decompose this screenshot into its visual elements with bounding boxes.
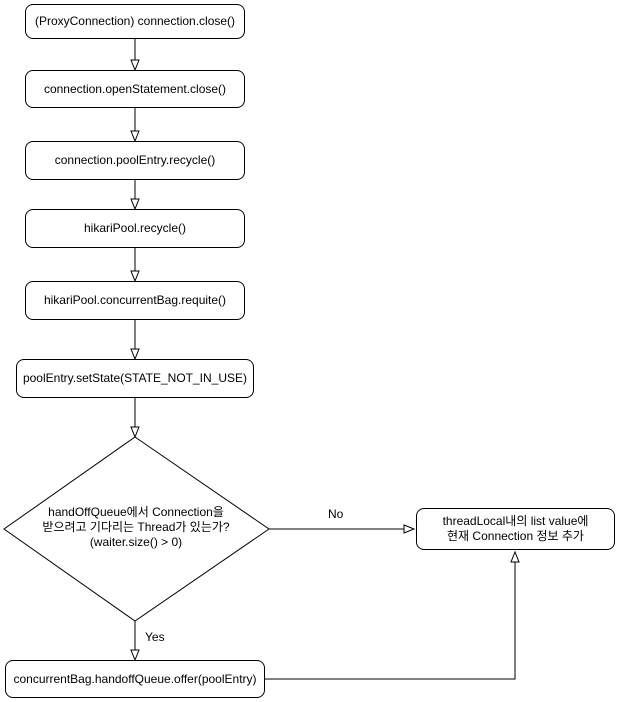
edge-label-no: No — [326, 507, 346, 521]
node-label: poolEntry.setState(STATE_NOT_IN_USE) — [22, 371, 248, 385]
arrow-offer-to-threadlocal — [265, 550, 520, 680]
node-label: connection.poolEntry.recycle() — [54, 153, 216, 167]
node-concurrentbag-requite: hikariPool.concurrentBag.requite() — [25, 281, 245, 320]
decision-waiter-exists: handOffQueue에서 Connection을 받으려고 기다리는 Thr… — [26, 505, 246, 550]
node-label: concurrentBag.handoffQueue.offer(poolEnt… — [13, 671, 257, 686]
node-label: 현재 Connection 정보 추가 — [447, 529, 584, 543]
node-label: hikariPool.concurrentBag.requite() — [43, 293, 227, 307]
node-label: (ProxyConnection) connection.close() — [34, 14, 236, 28]
node-poolentry-recycle: connection.poolEntry.recycle() — [25, 141, 245, 180]
node-label: threadLocal내의 list value에 — [442, 514, 589, 528]
node-label: connection.openStatement.close() — [43, 81, 227, 96]
node-open-statement-close: connection.openStatement.close() — [25, 70, 245, 108]
node-threadlocal-add: threadLocal내의 list value에 현재 Connection … — [416, 508, 615, 550]
node-handoffqueue-offer: concurrentBag.handoffQueue.offer(poolEnt… — [5, 660, 265, 698]
edge-label-yes: Yes — [143, 630, 167, 644]
decision-line: 받으려고 기다리는 Thread가 있는가? — [42, 520, 230, 534]
node-poolentry-setstate: poolEntry.setState(STATE_NOT_IN_USE) — [16, 359, 254, 398]
decision-line: (waiter.size() > 0) — [89, 535, 183, 549]
node-proxy-connection-close: (ProxyConnection) connection.close() — [25, 4, 245, 39]
decision-line: handOffQueue에서 Connection을 — [48, 505, 224, 519]
node-hikaripool-recycle: hikariPool.recycle() — [25, 209, 245, 248]
node-label: hikariPool.recycle() — [83, 221, 187, 235]
